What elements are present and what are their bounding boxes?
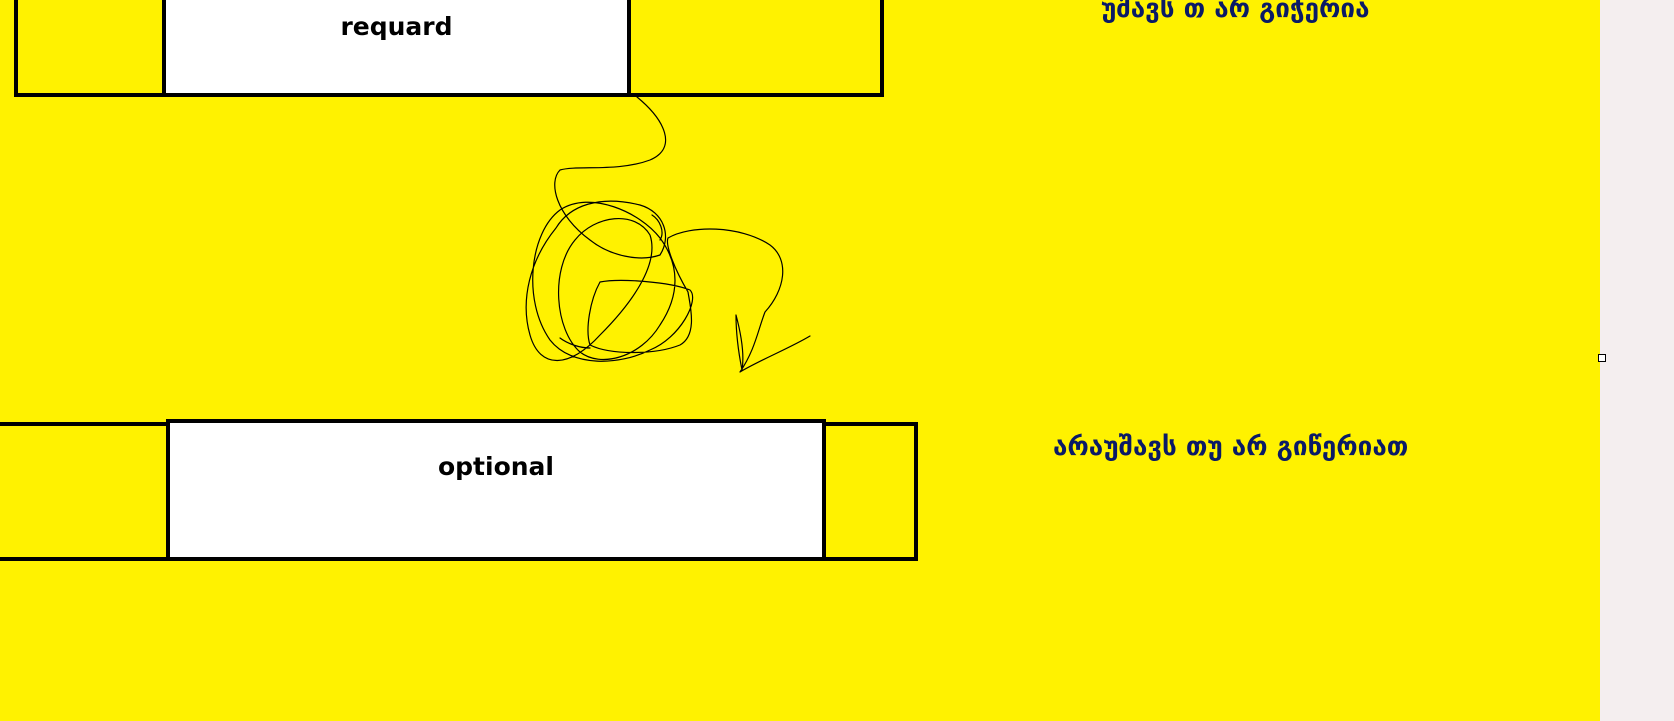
required-label-box: requard <box>162 0 631 97</box>
freehand-scribble <box>525 96 811 373</box>
resize-handle-icon[interactable] <box>1598 354 1606 362</box>
optional-side-text: არაუშავს თუ არ გიწერიათ <box>1053 432 1409 462</box>
required-label: requard <box>340 12 453 41</box>
scribble-stroke <box>525 96 811 373</box>
optional-label: optional <box>437 452 554 481</box>
drawing-canvas[interactable]: requard უშავს თ არ გიჭერია optional არაუ… <box>0 0 1600 721</box>
required-side-text: უშავს თ არ გიჭერია <box>1101 0 1370 24</box>
optional-label-box: optional <box>166 419 826 561</box>
